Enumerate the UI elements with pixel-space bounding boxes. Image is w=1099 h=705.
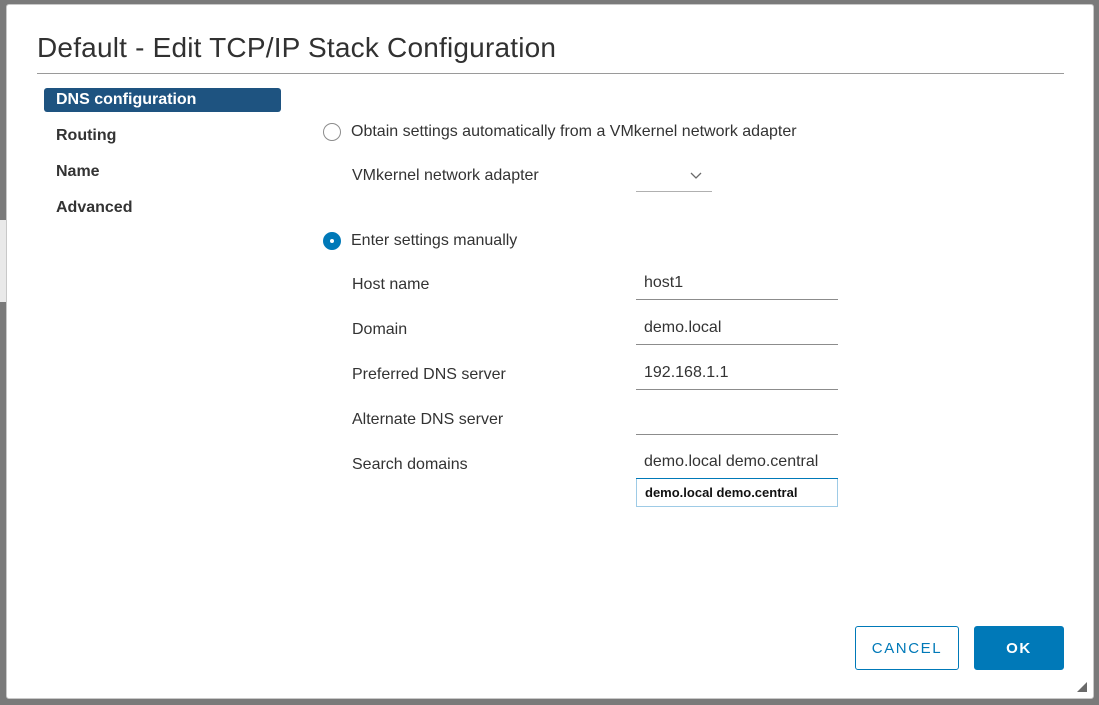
preferred-dns-label: Preferred DNS server [352, 366, 506, 383]
nav-item-advanced[interactable]: Advanced [44, 196, 281, 220]
search-domains-label: Search domains [352, 456, 468, 473]
domain-label: Domain [352, 321, 408, 338]
radio-checked-icon[interactable] [323, 232, 341, 250]
backdrop-edge [0, 220, 8, 302]
manual-settings-radio[interactable]: Enter settings manually [323, 230, 517, 252]
alternate-dns-input[interactable] [636, 405, 838, 435]
resize-grip-icon[interactable] [1077, 682, 1087, 692]
nav-item-routing[interactable]: Routing [44, 124, 281, 148]
nav-item-label: Name [56, 163, 100, 180]
ok-button[interactable]: OK [974, 626, 1064, 670]
nav-item-dns-configuration[interactable]: DNS configuration [44, 88, 281, 112]
cancel-button[interactable]: CANCEL [855, 626, 959, 670]
radio-unchecked-icon[interactable] [323, 123, 341, 141]
auto-settings-label: Obtain settings automatically from a VMk… [351, 123, 797, 140]
title-divider [37, 73, 1064, 74]
preferred-dns-input[interactable] [636, 360, 838, 390]
nav-item-name[interactable]: Name [44, 160, 281, 184]
chevron-down-icon [690, 172, 702, 179]
nav-item-label: Advanced [56, 199, 133, 216]
auto-settings-radio[interactable]: Obtain settings automatically from a VMk… [323, 121, 797, 143]
vmkernel-adapter-select[interactable] [636, 164, 712, 192]
search-domains-input[interactable] [636, 450, 838, 480]
nav-item-label: DNS configuration [56, 91, 197, 108]
autocomplete-suggestion[interactable]: demo.local demo.central [636, 479, 838, 507]
edit-tcpip-stack-dialog: Default - Edit TCP/IP Stack Configuratio… [6, 4, 1094, 699]
vmkernel-adapter-label: VMkernel network adapter [352, 167, 539, 184]
alternate-dns-label: Alternate DNS server [352, 411, 504, 428]
domain-input[interactable] [636, 315, 838, 345]
dialog-title: Default - Edit TCP/IP Stack Configuratio… [37, 32, 557, 63]
host-name-label: Host name [352, 276, 430, 293]
manual-settings-label: Enter settings manually [351, 232, 518, 249]
nav-item-label: Routing [56, 127, 117, 144]
host-name-input[interactable] [636, 270, 838, 300]
